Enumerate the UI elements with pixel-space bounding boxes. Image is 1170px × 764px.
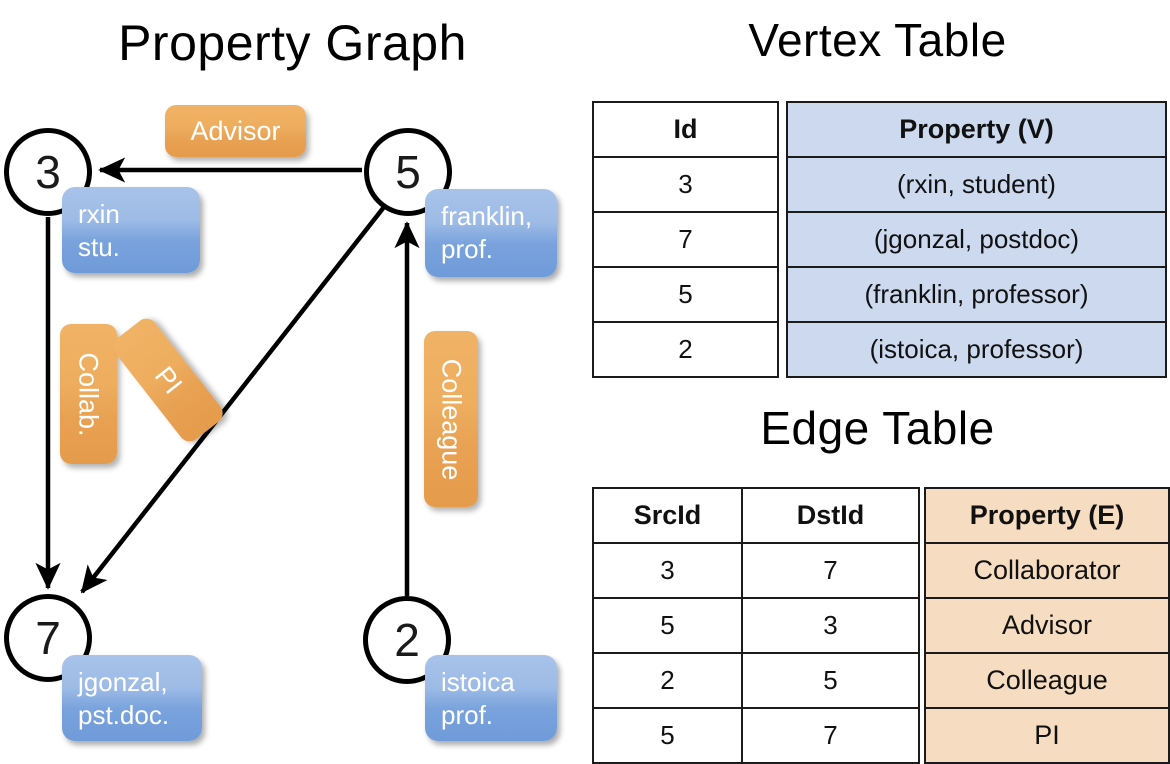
table-row: 3 7	[592, 542, 920, 599]
edge-cell-srcid: 2	[592, 652, 743, 709]
edge-label-text: PI	[148, 360, 189, 399]
edge-label-text: Collab.	[74, 351, 105, 437]
page-title-vertex-table: Vertex Table	[748, 14, 1007, 66]
node-property-line: pst.doc.	[78, 700, 170, 730]
table-row: PI	[924, 707, 1170, 764]
table-row: Collaborator	[924, 542, 1170, 599]
vertex-header-id: Id	[592, 101, 779, 158]
edge-label-collab: Collab.	[60, 324, 117, 464]
edge-table-property-column: Property (E) Collaborator Advisor Collea…	[924, 487, 1170, 764]
node-property-box-jgonzal: jgonzal, pst.doc.	[62, 655, 202, 741]
vertex-cell-id: 3	[592, 156, 779, 213]
table-row: (istoica, professor)	[786, 321, 1167, 378]
edge-cell-srcid: 5	[592, 597, 743, 654]
edge-header-dstid: DstId	[741, 487, 920, 544]
vertex-table-id-column: Id 3 7 5 2	[592, 101, 779, 378]
node-property-line: istoica	[441, 667, 515, 697]
table-header-row: SrcId DstId	[592, 487, 920, 544]
edge-cell-property: Collaborator	[924, 542, 1170, 599]
node-property-box-istoica: istoica prof.	[425, 655, 557, 741]
vertex-header-property: Property (V)	[786, 101, 1167, 158]
graph-node-2[interactable]: 2	[363, 596, 451, 684]
graph-edges-layer	[35, 157, 420, 596]
node-property-line: franklin,	[441, 201, 533, 231]
edge-5-to-7-pi	[80, 205, 386, 594]
table-row: 2	[592, 321, 779, 378]
vertex-cell-id: 5	[592, 266, 779, 323]
vertex-cell-property: (rxin, student)	[786, 156, 1167, 213]
page-title-property-graph: Property Graph	[118, 15, 467, 71]
node-property-box-rxin: rxin stu.	[62, 187, 200, 273]
graph-node-5[interactable]: 5	[364, 128, 452, 216]
edge-header-srcid: SrcId	[592, 487, 743, 544]
vertex-cell-id: 2	[592, 321, 779, 378]
table-row: 7	[592, 211, 779, 268]
vertex-cell-property: (jgonzal, postdoc)	[786, 211, 1167, 268]
edge-cell-dstid: 7	[741, 707, 920, 764]
property-graph-diagram: 3 5 7 2 rxin stu. franklin, prof. jgonza…	[0, 0, 585, 760]
edge-label-advisor: Advisor	[165, 105, 306, 157]
edge-cell-srcid: 5	[592, 707, 743, 764]
edge-cell-srcid: 3	[592, 542, 743, 599]
table-row: 5	[592, 266, 779, 323]
table-row: 2 5	[592, 652, 920, 709]
edge-cell-property: Colleague	[924, 652, 1170, 709]
table-row: 5 3	[592, 597, 920, 654]
table-row: 3	[592, 156, 779, 213]
node-property-line: prof.	[441, 234, 494, 264]
table-header-row: Property (E)	[924, 487, 1170, 544]
node-property-line: stu.	[78, 232, 120, 262]
edge-label-text: Colleague	[436, 358, 467, 480]
node-property-box-franklin: franklin, prof.	[425, 189, 557, 277]
edge-table-src-dst-columns: SrcId DstId 3 7 5 3 2 5 5 7	[592, 487, 920, 764]
node-property-line: prof.	[441, 700, 494, 730]
table-row: Advisor	[924, 597, 1170, 654]
edge-cell-property: Advisor	[924, 597, 1170, 654]
table-header-row: Property (V)	[786, 101, 1167, 158]
table-row: (franklin, professor)	[786, 266, 1167, 323]
edge-cell-property: PI	[924, 707, 1170, 764]
vertex-table-property-column: Property (V) (rxin, student) (jgonzal, p…	[786, 101, 1167, 378]
vertex-cell-property: (franklin, professor)	[786, 266, 1167, 323]
edge-cell-dstid: 7	[741, 542, 920, 599]
edge-cell-dstid: 5	[741, 652, 920, 709]
table-header-row: Id	[592, 101, 779, 158]
node-property-line: jgonzal,	[78, 667, 168, 697]
edge-cell-dstid: 3	[741, 597, 920, 654]
edge-header-property: Property (E)	[924, 487, 1170, 544]
table-row: Colleague	[924, 652, 1170, 709]
table-row: 5 7	[592, 707, 920, 764]
edge-label-colleague: Colleague	[424, 331, 478, 507]
vertex-cell-id: 7	[592, 211, 779, 268]
page-title-edge-table: Edge Table	[760, 402, 995, 454]
node-property-line: rxin	[78, 199, 120, 229]
table-row: (jgonzal, postdoc)	[786, 211, 1167, 268]
vertex-cell-property: (istoica, professor)	[786, 321, 1167, 378]
table-row: (rxin, student)	[786, 156, 1167, 213]
edge-label-text: Advisor	[190, 115, 281, 146]
